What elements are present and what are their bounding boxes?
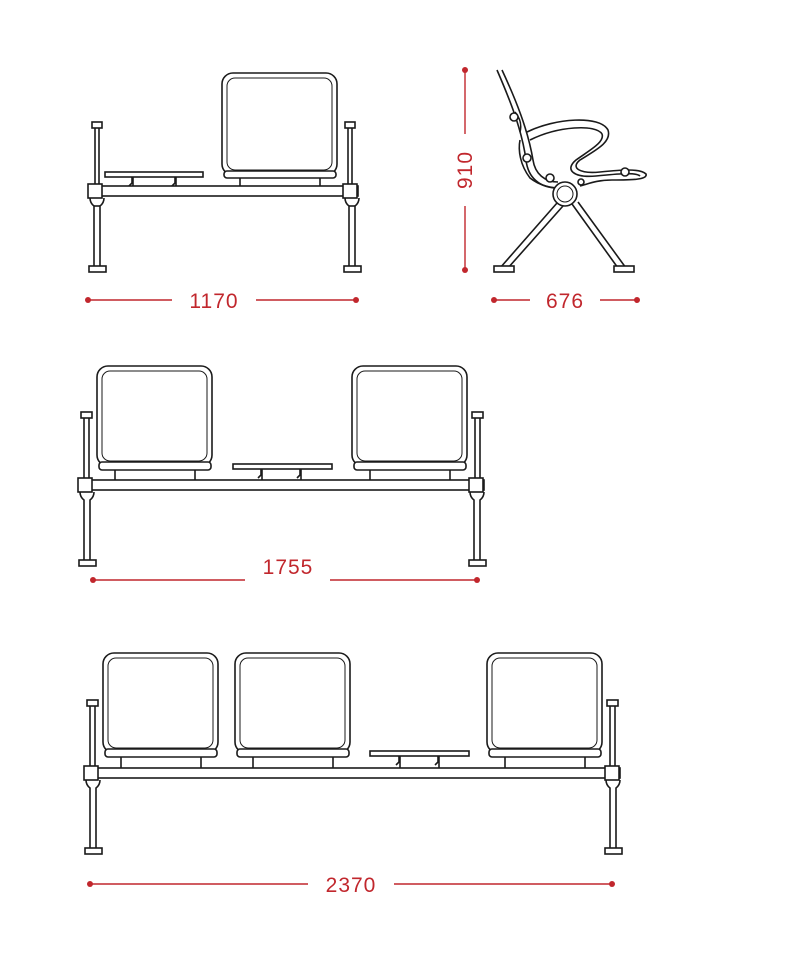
foot-right	[604, 847, 623, 855]
front-view-two-seats	[77, 365, 487, 567]
side-leg-front	[499, 202, 564, 269]
leg-right	[344, 197, 360, 266]
armrest-cap-left	[86, 699, 99, 707]
beam-end-right	[468, 477, 484, 493]
leg-right	[605, 779, 621, 848]
dimension-label-1755: 1755	[263, 556, 314, 579]
support-beam	[89, 185, 359, 197]
leg-left	[79, 491, 95, 560]
seat-back	[234, 652, 351, 754]
armrest-cap-left	[80, 411, 93, 419]
front-view-single-seat	[87, 72, 362, 273]
foot-left	[84, 847, 103, 855]
armrest-cap-left	[91, 121, 103, 129]
foot-left	[88, 265, 107, 273]
leg-left	[85, 779, 101, 848]
side-table	[369, 750, 470, 757]
beam-end-left	[77, 477, 93, 493]
seat-back	[351, 365, 468, 467]
dimension-label-2370: 2370	[326, 874, 377, 897]
seat-base	[98, 461, 212, 471]
dimension-label-910: 910	[454, 151, 477, 189]
seat-base	[104, 748, 218, 758]
seat-base	[488, 748, 602, 758]
seat-back	[96, 365, 213, 467]
foot-right	[468, 559, 487, 567]
foot-left	[78, 559, 97, 567]
beam-end-left	[87, 183, 103, 199]
seat-back	[221, 72, 338, 176]
dimension-label-676: 676	[546, 290, 584, 313]
front-view-three-seats	[83, 652, 623, 855]
seat-back	[486, 652, 603, 754]
seat-back	[102, 652, 219, 754]
support-beam	[85, 767, 621, 779]
dimension-label-1170: 1170	[189, 290, 238, 313]
support-beam	[79, 479, 485, 491]
side-table	[232, 463, 333, 470]
armrest-cap-right	[344, 121, 356, 129]
seat-base	[353, 461, 467, 471]
leg-right	[469, 491, 485, 560]
dimension-height: 910	[454, 67, 477, 273]
dimension-width-double: 1755	[90, 556, 480, 583]
dimension-depth: 676	[491, 290, 640, 313]
beam-end-left	[83, 765, 99, 781]
side-foot-front	[493, 265, 515, 273]
seat-base	[223, 170, 337, 179]
seat-base	[236, 748, 350, 758]
foot-right	[343, 265, 362, 273]
beam-end-right	[604, 765, 620, 781]
dimension-width-single: 1170	[85, 290, 359, 313]
dimension-width-triple: 2370	[87, 874, 615, 897]
leg-left	[89, 197, 105, 266]
side-table	[104, 171, 204, 178]
armrest-cap-right	[606, 699, 619, 707]
armrest-cap-right	[471, 411, 484, 419]
side-foot-back	[613, 265, 635, 273]
side-leg-back	[571, 201, 627, 269]
side-view	[493, 69, 647, 273]
beam-end-right	[342, 183, 358, 199]
